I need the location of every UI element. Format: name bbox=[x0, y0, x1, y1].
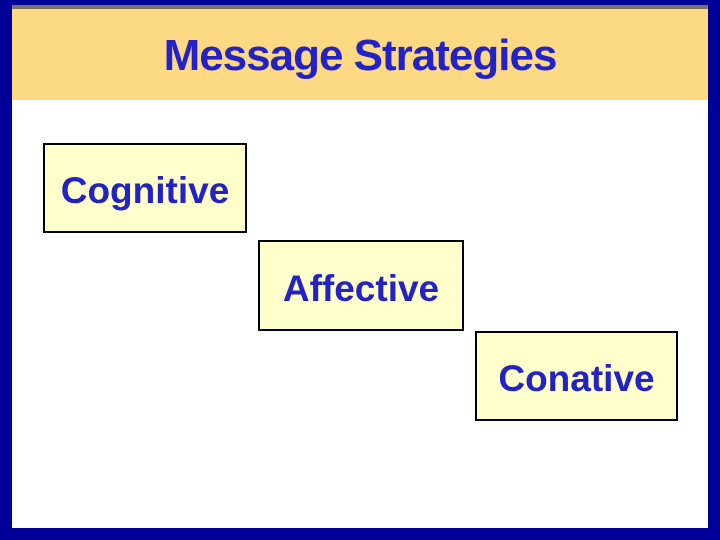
title-bar: Message Strategies bbox=[12, 9, 708, 100]
box-affective: Affective bbox=[258, 240, 464, 331]
accent-line bbox=[12, 5, 708, 9]
page-title: Message Strategies bbox=[163, 30, 558, 80]
slide-inner: Message Strategies Cognitive Affective C… bbox=[12, 5, 708, 528]
box-cognitive-label: Cognitive bbox=[60, 170, 230, 211]
box-conative-label: Conative bbox=[498, 358, 655, 399]
content-area: Cognitive Affective Conative bbox=[12, 100, 708, 528]
box-conative: Conative bbox=[475, 331, 678, 421]
box-cognitive: Cognitive bbox=[43, 143, 247, 233]
box-affective-label: Affective bbox=[282, 267, 440, 309]
